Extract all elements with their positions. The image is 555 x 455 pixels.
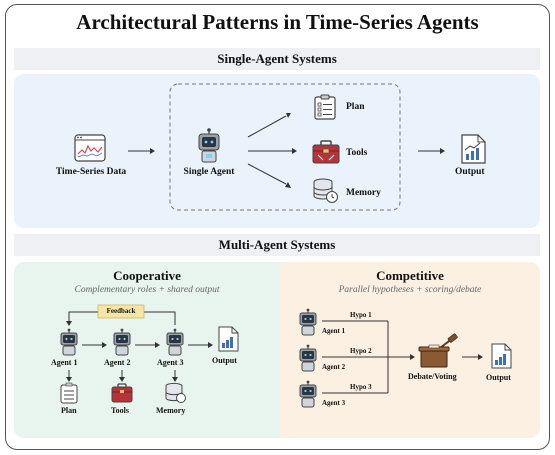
coop-plan-icon bbox=[60, 382, 78, 404]
comp-agent-3-icon bbox=[299, 380, 317, 408]
comp-agent-1-label: Agent 1 bbox=[322, 327, 346, 335]
feedback-label: Feedback bbox=[106, 307, 136, 315]
coop-agent-1-icon bbox=[60, 328, 78, 356]
single-agent-section-title: Single-Agent Systems bbox=[14, 48, 540, 70]
hypo-3-label: Hypo 3 bbox=[350, 383, 372, 391]
time-series-data-icon bbox=[74, 134, 106, 162]
single-agent-robot-icon bbox=[198, 128, 220, 163]
coop-tools-icon bbox=[111, 383, 133, 403]
coop-output-chart-icon bbox=[218, 326, 239, 352]
comp-agent-1-icon bbox=[299, 308, 317, 336]
time-series-data-label: Time-Series Data bbox=[55, 167, 127, 177]
comp-agent-3-label: Agent 3 bbox=[322, 399, 346, 407]
diagram-title: Architectural Patterns in Time-Series Ag… bbox=[76, 10, 479, 34]
output-chart-icon bbox=[461, 134, 486, 164]
coop-memory-label: Memory bbox=[156, 406, 186, 415]
coop-agent-3-icon bbox=[166, 328, 184, 356]
coop-plan-label: Plan bbox=[61, 406, 77, 415]
tools-icon bbox=[312, 140, 340, 164]
coop-agent-2-label: Agent 2 bbox=[104, 358, 131, 367]
single-agent-label: Single Agent bbox=[183, 167, 235, 177]
coop-agent-1-label: Agent 1 bbox=[51, 358, 78, 367]
comp-agent-2-label: Agent 2 bbox=[322, 363, 346, 371]
coop-memory-icon bbox=[165, 382, 186, 403]
comp-output-chart-icon bbox=[491, 343, 512, 369]
competitive-subtitle: Parallel hypotheses + scoring/debate bbox=[338, 285, 482, 295]
single-output-label: Output bbox=[455, 167, 485, 177]
comp-agent-2-icon bbox=[299, 344, 317, 372]
plan-label: Plan bbox=[346, 102, 365, 112]
coop-tools-label: Tools bbox=[111, 406, 129, 415]
memory-label: Memory bbox=[346, 188, 381, 198]
cooperative-subtitle: Complementary roles + shared output bbox=[74, 285, 220, 295]
memory-icon bbox=[313, 178, 338, 203]
coop-agent-2-icon bbox=[113, 328, 131, 356]
hypo-1-label: Hypo 1 bbox=[350, 311, 372, 319]
coop-output-label: Output bbox=[212, 356, 237, 365]
gavel-ballot-box-icon bbox=[418, 333, 458, 368]
coop-agent-3-label: Agent 3 bbox=[157, 358, 184, 367]
multi-agent-section-title: Multi-Agent Systems bbox=[14, 234, 540, 256]
hypo-2-label: Hypo 2 bbox=[350, 347, 372, 355]
comp-output-label: Output bbox=[486, 373, 511, 382]
cooperative-heading: Cooperative bbox=[113, 268, 181, 283]
debate-voting-label: Debate/Voting bbox=[408, 372, 457, 381]
plan-icon bbox=[314, 94, 336, 120]
competitive-heading: Competitive bbox=[376, 268, 444, 283]
tools-label: Tools bbox=[346, 148, 368, 158]
